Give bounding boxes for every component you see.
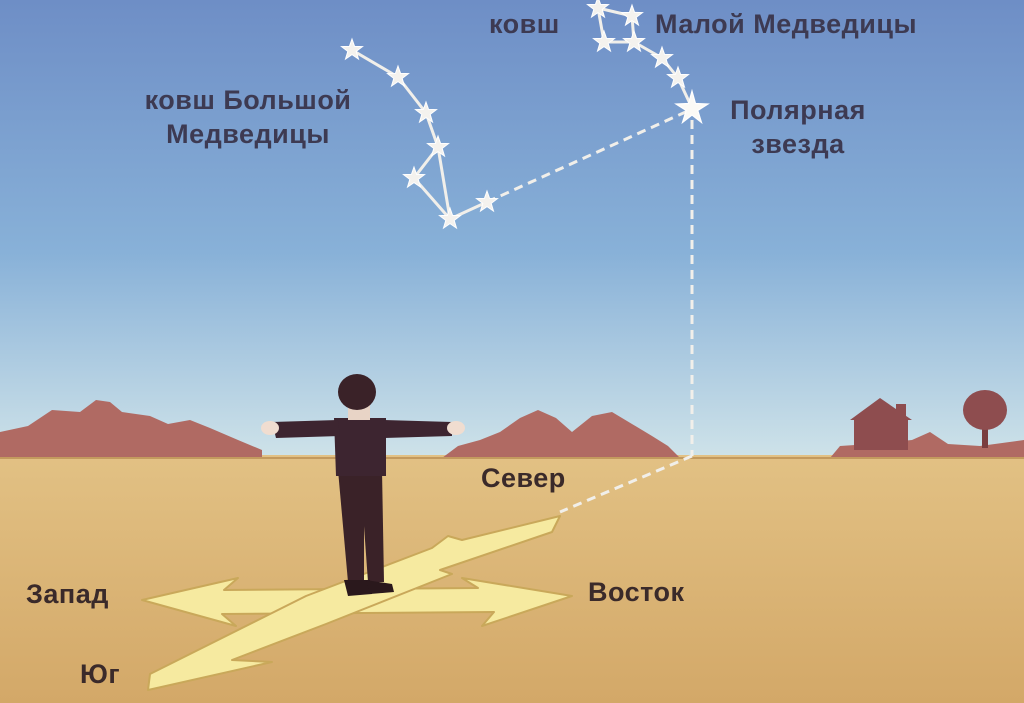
ground (0, 455, 1024, 703)
hills-right (830, 432, 1024, 458)
polaris-label: Полярная звезда (706, 94, 890, 162)
hills-middle (442, 410, 680, 458)
big-dipper-label-line1: ковш Большой (144, 85, 352, 115)
pointer-lines (486, 108, 694, 514)
polaris-label-line2: звезда (751, 128, 845, 159)
south-north-arrow (147, 515, 561, 691)
house-icon (850, 398, 912, 450)
west-label: Запад (26, 579, 109, 609)
east-label: Восток (588, 577, 685, 607)
south-label: Юг (80, 659, 121, 689)
big-dipper-label-line2: Медведицы (166, 118, 330, 149)
big-dipper-label: ковш Большой Медведицы (103, 84, 393, 152)
sky (0, 0, 1024, 460)
compass-arrows (141, 515, 573, 691)
north-label: Север (481, 463, 566, 493)
polaris-label-line1: Полярная (730, 95, 866, 125)
person-figure (261, 374, 465, 596)
hills-left (0, 400, 262, 458)
little-dipper-label-ladle: ковш (489, 9, 560, 39)
tree-icon (963, 390, 1007, 448)
little-dipper-label-name: Малой Медведицы (655, 9, 918, 39)
